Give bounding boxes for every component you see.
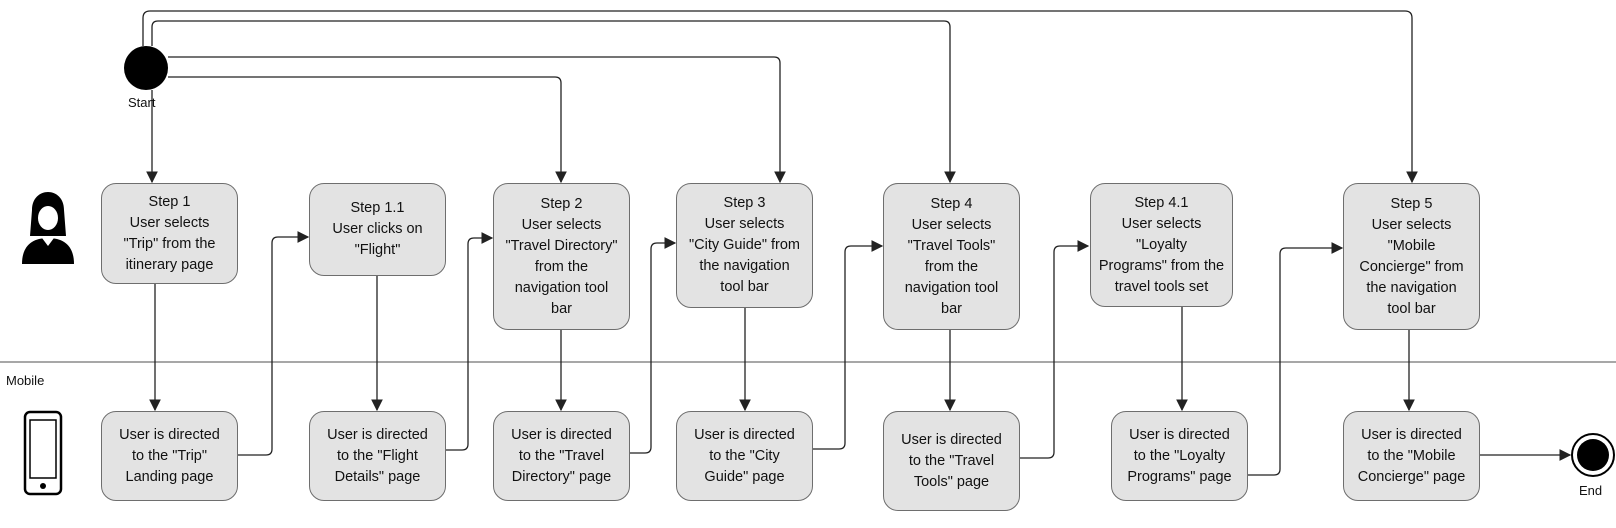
step-3-box: Step 3 User selects "City Guide" from th… (676, 183, 813, 308)
flow-m41-step5 (1248, 242, 1344, 476)
mobile-flight-box: User is directed to the "Flight Details"… (309, 411, 446, 501)
flow-m1-step11 (237, 231, 310, 456)
flow-start-step5 (142, 10, 1418, 184)
lane-label-mobile: Mobile (6, 373, 45, 388)
user-icon (22, 192, 74, 264)
mobile-trip-box: User is directed to the "Trip" Landing p… (101, 411, 238, 501)
step-1-1-box: Step 1.1 User clicks on "Flight" (309, 183, 446, 276)
step-4-1-box: Step 4.1 User selects "Loyalty Programs"… (1090, 183, 1233, 307)
flow-m2-step3 (630, 237, 677, 454)
step-1-box: Step 1 User selects "Trip" from the itin… (101, 183, 238, 284)
mobile-loyalty-programs-box: User is directed to the "Loyalty Program… (1111, 411, 1248, 501)
mobile-city-guide-box: User is directed to the "City Guide" pag… (676, 411, 813, 501)
flow-start-step2 (168, 76, 567, 184)
step-5-box: Step 5 User selects "Mobile Concierge" f… (1343, 183, 1480, 330)
mobile-concierge-box: User is directed to the "Mobile Concierg… (1343, 411, 1480, 501)
flow-start-step4 (151, 20, 956, 184)
flow-m4-step41 (1019, 240, 1090, 459)
start-label: Start (128, 95, 156, 110)
end-node (1571, 433, 1615, 477)
end-label: End (1579, 483, 1603, 498)
step-2-box: Step 2 User selects "Travel Directory" f… (493, 183, 630, 330)
mobile-travel-tools-box: User is directed to the "Travel Tools" p… (883, 411, 1020, 511)
flow-m3-step4 (813, 240, 884, 450)
smartphone-icon (23, 410, 63, 496)
start-node (124, 46, 168, 90)
mobile-travel-directory-box: User is directed to the "Travel Director… (493, 411, 630, 501)
step-4-box: Step 4 User selects "Travel Tools" from … (883, 183, 1020, 330)
flow-m11-step2 (443, 232, 494, 451)
flow-start-step3 (168, 56, 786, 184)
